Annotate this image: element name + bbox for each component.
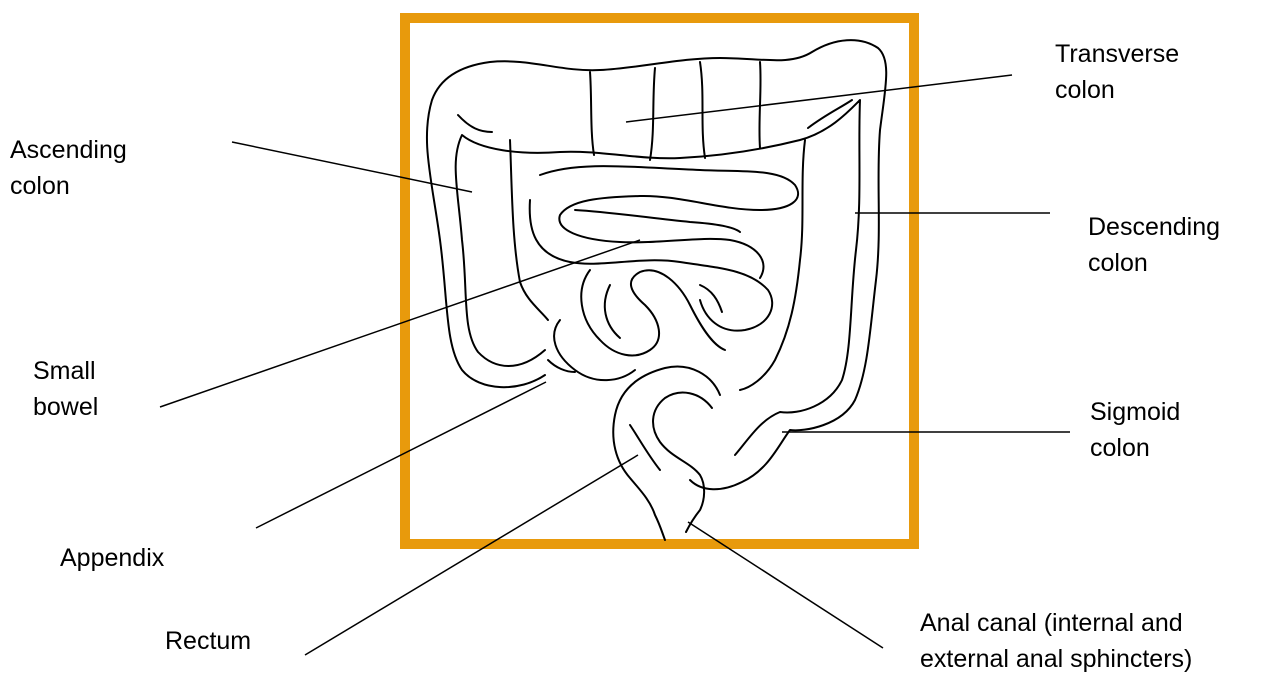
- sigmoid-colon-inner: [653, 393, 712, 532]
- label-appendix-line1: Appendix: [60, 540, 164, 576]
- label-ascending-colon-line2: colon: [10, 168, 127, 204]
- label-rectum-line1: Rectum: [165, 623, 251, 659]
- small-bowel-loop-6: [605, 285, 620, 338]
- label-sigmoid-colon-line2: colon: [1090, 430, 1180, 466]
- leader-rectum: [305, 455, 638, 655]
- descending-colon-wall: [740, 140, 805, 390]
- label-anal-canal-line1: Anal canal (internal and: [920, 605, 1192, 641]
- label-appendix: Appendix: [60, 540, 164, 576]
- label-sigmoid-colon: Sigmoid colon: [1090, 394, 1180, 466]
- label-small-bowel-line2: bowel: [33, 389, 98, 425]
- colon-outer-outline: [427, 40, 886, 489]
- label-anal-canal-line2: external anal sphincters): [920, 641, 1192, 677]
- colon-inner-outline: [456, 100, 860, 455]
- label-transverse-colon-line1: Transverse: [1055, 36, 1179, 72]
- small-bowel-loop-3: [575, 210, 740, 232]
- label-small-bowel: Small bowel: [33, 353, 98, 425]
- sigmoid-colon-outline: [613, 367, 720, 540]
- label-small-bowel-line1: Small: [33, 353, 98, 389]
- label-ascending-colon: Ascending colon: [10, 132, 127, 204]
- label-sigmoid-colon-line1: Sigmoid: [1090, 394, 1180, 430]
- label-anal-canal: Anal canal (internal and external anal s…: [920, 605, 1192, 677]
- leader-lines: [160, 75, 1070, 655]
- leader-transverse-colon: [626, 75, 1012, 122]
- label-descending-colon-line2: colon: [1088, 245, 1220, 281]
- haustra-5: [458, 115, 492, 132]
- ascending-colon-wall: [510, 140, 548, 320]
- leader-ascending-colon: [232, 142, 472, 192]
- label-descending-colon-line1: Descending: [1088, 209, 1220, 245]
- label-ascending-colon-line1: Ascending: [10, 132, 127, 168]
- label-transverse-colon-line2: colon: [1055, 72, 1179, 108]
- small-bowel-loop-4: [581, 270, 725, 355]
- label-descending-colon: Descending colon: [1088, 209, 1220, 281]
- haustra-3: [700, 62, 705, 158]
- label-transverse-colon: Transverse colon: [1055, 36, 1179, 108]
- label-rectum: Rectum: [165, 623, 251, 659]
- haustra-2: [650, 68, 655, 160]
- haustra-1: [590, 72, 594, 155]
